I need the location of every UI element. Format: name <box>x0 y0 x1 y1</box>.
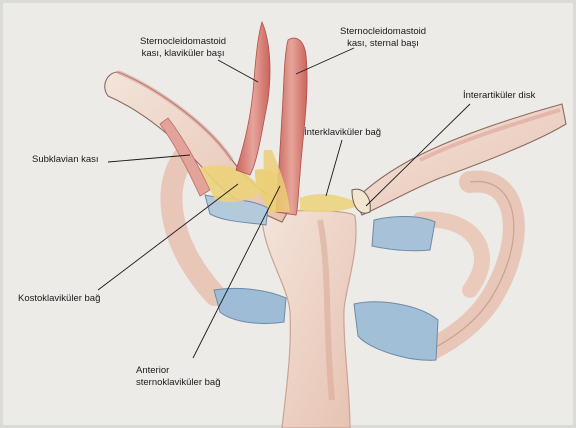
label-line: kası, sternal başı <box>340 38 426 50</box>
label-line: sternoklaviküler bağ <box>136 377 221 389</box>
label-line: Sternocleidomastoid <box>340 26 426 38</box>
label-line: Anterior <box>136 365 221 377</box>
label-line: Sternocleidomastoid <box>140 36 226 48</box>
right-first-cartilage <box>372 216 435 250</box>
label-scm-sternal-head: Sternocleidomastoid kası, sternal başı <box>340 26 426 50</box>
label-anterior-sternoclavicular: Anterior sternoklaviküler bağ <box>136 365 221 389</box>
label-interarticular-disc: İnterartiküler disk <box>463 90 535 102</box>
label-subclavius: Subklavian kası <box>32 154 99 166</box>
label-costoclavicular-ligament: Kostoklaviküler bağ <box>18 293 100 305</box>
label-scm-clavicular-head: Sternocleidomastoid kası, klaviküler baş… <box>140 36 226 60</box>
label-line: kası, klaviküler başı <box>140 48 226 60</box>
label-interclavicular-ligament: İnterklaviküler bağ <box>304 127 381 139</box>
